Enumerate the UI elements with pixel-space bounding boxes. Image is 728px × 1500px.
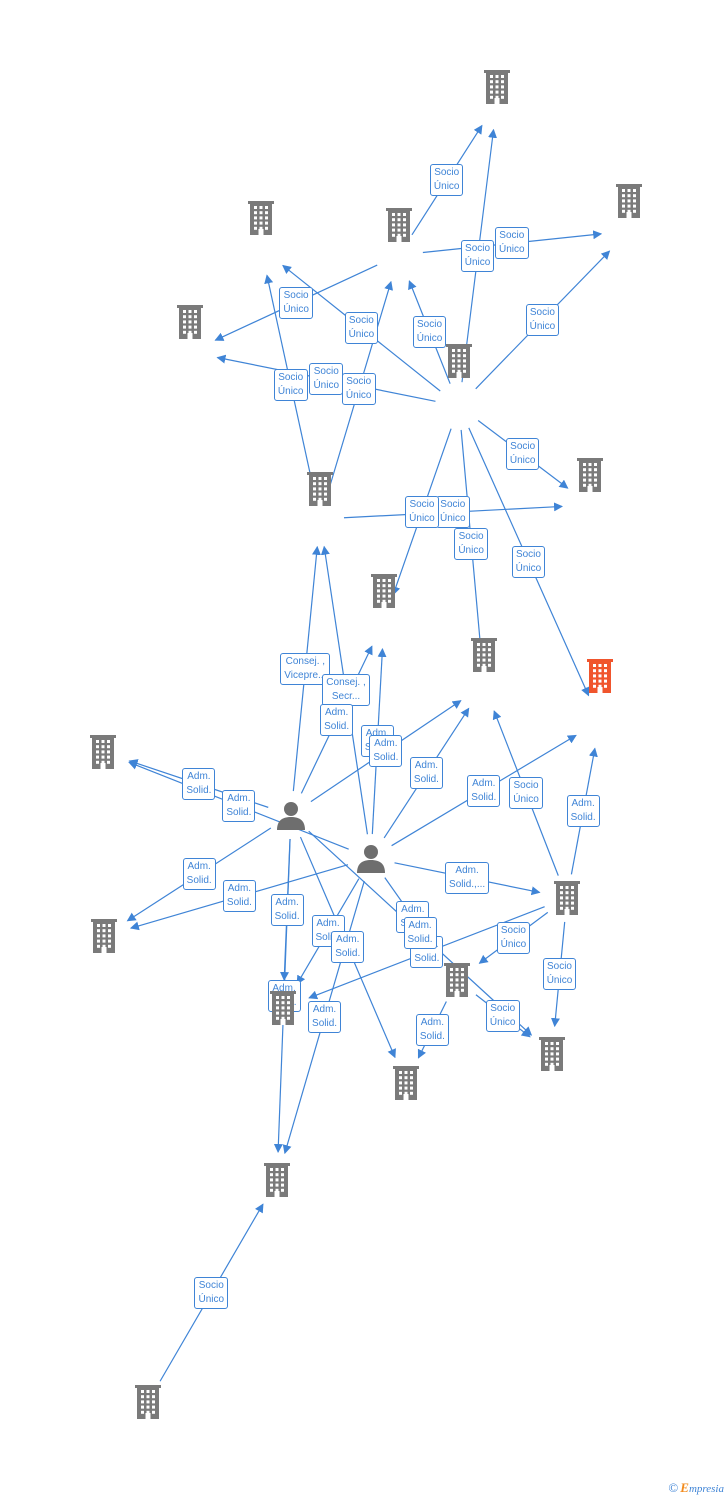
edge-label[interactable]: Socio Único xyxy=(436,496,470,529)
person-icon xyxy=(276,800,306,830)
person-icon xyxy=(356,843,386,873)
edge-label[interactable]: Consej. , Vicepre... xyxy=(280,652,331,685)
building-icon xyxy=(585,659,615,693)
edge-label[interactable]: Socio Único xyxy=(454,527,488,560)
node-errota[interactable] xyxy=(437,67,557,104)
building-icon xyxy=(442,963,472,997)
edge-label[interactable]: Adm. Solid. xyxy=(308,1001,342,1034)
building-icon xyxy=(369,574,399,608)
node-azkorri[interactable] xyxy=(201,198,321,235)
node-carnero1[interactable] xyxy=(492,1037,612,1074)
edge-label[interactable]: Socio Único xyxy=(509,777,543,810)
building-icon xyxy=(133,1385,163,1419)
edge-label[interactable]: Socio Único xyxy=(525,303,560,336)
node-ibersun-ren[interactable] xyxy=(507,881,627,918)
edge-label[interactable]: Adm. Solid. xyxy=(182,858,216,891)
edge-label[interactable]: Consej. , Secr... xyxy=(322,674,370,707)
node-ibersun-world[interactable] xyxy=(43,735,163,772)
edge-label[interactable]: Socio Único xyxy=(341,372,376,405)
edge-label[interactable]: Socio Único xyxy=(279,286,313,319)
building-icon xyxy=(384,208,414,242)
node-ark-corp[interactable] xyxy=(397,963,517,1000)
node-ingnova-energy[interactable] xyxy=(217,1163,337,1200)
building-icon xyxy=(482,70,512,104)
building-icon xyxy=(552,881,582,915)
building-icon xyxy=(268,991,298,1025)
footer-brand[interactable]: ©Empresia xyxy=(668,1480,724,1496)
node-ingnova-proj[interactable] xyxy=(346,1066,466,1103)
edge-label[interactable]: Adm. Solid. xyxy=(320,703,354,736)
edge-label[interactable]: Socio Único xyxy=(344,312,379,345)
node-andramari[interactable] xyxy=(569,181,689,218)
edge-label[interactable]: Socio Único xyxy=(485,999,520,1032)
edge-label[interactable]: Adm. Solid. xyxy=(369,735,403,768)
edge-label[interactable]: Adm. Solid. xyxy=(222,789,256,822)
copyright-symbol: © xyxy=(668,1480,679,1495)
node-estarta[interactable] xyxy=(130,302,250,339)
edge-label[interactable]: Socio Único xyxy=(309,363,344,396)
edge-label[interactable]: Adm. Solid. xyxy=(409,757,443,790)
edge-label[interactable]: Socio Único xyxy=(542,958,577,990)
edge-label[interactable]: Socio Único xyxy=(495,227,529,260)
node-ibersun-gen[interactable] xyxy=(399,341,519,378)
edge-label[interactable]: Socio Único xyxy=(405,495,439,528)
edge-label[interactable]: Adm. Solid. xyxy=(222,880,256,913)
brand-name: mpresia xyxy=(688,1483,724,1495)
edge-label[interactable]: Adm. Solid. xyxy=(566,795,600,828)
building-icon xyxy=(575,458,605,492)
edge-label[interactable]: Socio Único xyxy=(194,1276,229,1309)
building-icon xyxy=(614,184,644,218)
edge-label[interactable]: Adm. Solid. xyxy=(270,893,304,926)
node-mirador[interactable] xyxy=(339,205,459,242)
edge-label[interactable]: Socio Único xyxy=(412,316,447,349)
node-ibervaltia[interactable] xyxy=(260,469,380,506)
node-arkotxa[interactable] xyxy=(231,800,351,833)
node-aralar[interactable] xyxy=(540,656,660,693)
brand-initial: E xyxy=(680,1480,689,1495)
building-icon xyxy=(246,201,276,235)
building-icon xyxy=(89,919,119,953)
edge-label[interactable]: Socio Único xyxy=(511,545,546,578)
building-icon xyxy=(262,1163,292,1197)
building-icon xyxy=(537,1037,567,1071)
node-gutierrez[interactable] xyxy=(311,843,431,876)
node-malakate[interactable] xyxy=(324,571,444,608)
edge-label[interactable]: Adm. Solid. xyxy=(182,768,216,801)
node-athurri[interactable] xyxy=(44,919,164,956)
edge-label[interactable]: Socio Único xyxy=(496,921,531,954)
building-icon xyxy=(391,1066,421,1100)
edge-label[interactable]: Adm. Solid.,... xyxy=(445,861,490,894)
edge-label[interactable]: Socio Único xyxy=(273,369,308,402)
edge-label[interactable]: Adm. Solid. xyxy=(467,774,501,807)
edge-label[interactable]: Adm. Solid. xyxy=(415,1013,449,1046)
building-icon xyxy=(88,735,118,769)
building-icon xyxy=(175,305,205,339)
node-errepide[interactable] xyxy=(530,455,650,492)
building-icon xyxy=(305,472,335,506)
edge-label[interactable]: Adm. Solid. xyxy=(403,917,437,950)
node-chilos2[interactable] xyxy=(424,635,544,672)
node-arguijuela[interactable] xyxy=(88,1385,208,1422)
building-icon xyxy=(469,638,499,672)
edge-label[interactable]: Socio Único xyxy=(429,164,464,197)
node-ibersun-africa[interactable] xyxy=(223,991,343,1028)
edge-label[interactable]: Adm. Solid. xyxy=(331,931,365,964)
building-icon xyxy=(444,344,474,378)
edge-label[interactable]: Socio Único xyxy=(460,239,495,272)
edge-label[interactable]: Socio Único xyxy=(505,438,540,471)
